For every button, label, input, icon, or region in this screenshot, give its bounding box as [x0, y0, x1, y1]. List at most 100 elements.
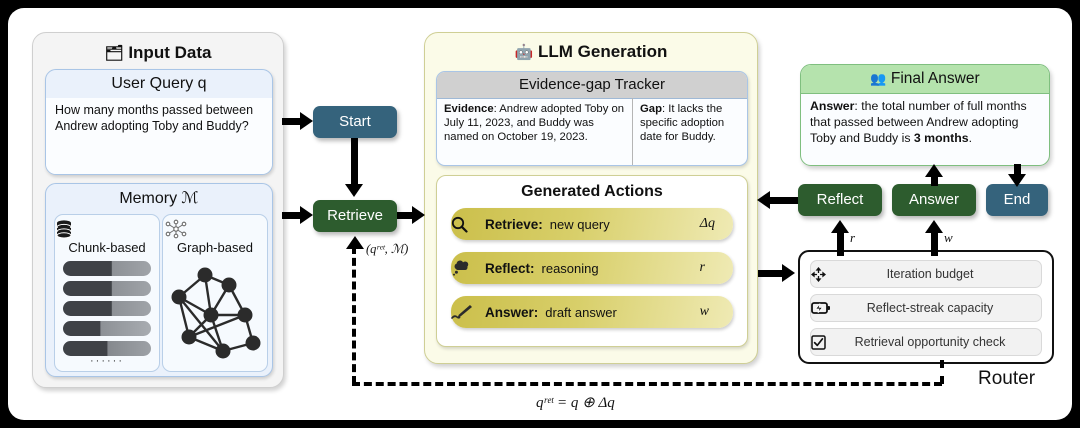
generated-actions-title: Generated Actions	[521, 183, 663, 200]
router-panel: Iteration budget Reflect-streak capacity…	[798, 250, 1054, 364]
arrow-answer-to-final	[931, 174, 938, 186]
arrow-final-to-end-head	[1008, 174, 1026, 187]
pen-icon	[451, 304, 485, 320]
diagram-canvas: 🗂 Input Data User Query q How many month…	[8, 8, 1072, 420]
arrow-retrieve-to-llm-head	[412, 206, 425, 224]
action-retrieve-symbol: Δq	[699, 216, 715, 231]
final-answer-header-text: Final Answer	[890, 70, 980, 87]
final-answer-tail: .	[968, 131, 972, 145]
feedback-equation: qʳᵉᵗ = q ⊕ Δq	[536, 395, 615, 411]
action-reflect-value: reasoning	[541, 260, 599, 276]
arrow-router-to-answer-head	[925, 220, 943, 233]
action-answer-symbol: w	[699, 304, 709, 319]
evidence-body: : Andrew adopted Toby on July 11, 2023, …	[444, 103, 625, 143]
arrow-router-to-reflect	[837, 230, 844, 256]
action-retrieve-value: new query	[549, 216, 610, 232]
arrow-reflect-to-llm	[770, 197, 798, 204]
router-label: Router	[978, 368, 1036, 389]
memory-column-graph-based: Graph-based	[162, 214, 268, 372]
gap-body: : It lacks the specific adoption date fo…	[640, 103, 725, 143]
people-question-icon: 👥	[870, 71, 887, 86]
edge-label-r: r	[850, 230, 856, 245]
router-row-reflect-streak[interactable]: Reflect-streak capacity	[810, 294, 1042, 322]
router-row-retrieval-check-label: Retrieval opportunity check	[854, 335, 1006, 349]
action-reflect-symbol: r	[699, 260, 705, 275]
memory-ellipsis: ······	[90, 355, 124, 367]
evidence-gap-tracker-card: Evidence-gap Tracker Evidence: Andrew ad…	[436, 71, 748, 166]
evidence-gap-tracker-header: Evidence-gap Tracker	[437, 72, 747, 99]
memory-bar	[63, 341, 151, 356]
final-answer-label: Answer	[810, 99, 855, 113]
folder-search-icon: 🗂	[104, 45, 124, 62]
memory-column-chunk-based: Chunk-based ······	[54, 214, 160, 372]
magnifier-icon	[451, 216, 485, 233]
memory-chunk-label: Chunk-based	[68, 240, 146, 255]
input-data-title: 🗂 Input Data	[33, 43, 283, 63]
arrow-retrieve-to-llm	[397, 212, 415, 219]
arrow-query-to-start-head	[300, 112, 313, 130]
arrow-memory-to-retrieve	[282, 212, 302, 219]
input-data-title-text: Input Data	[128, 43, 212, 62]
edge-label-w: w	[944, 230, 953, 245]
memory-card: Memory ℳ Chunk-based	[45, 183, 273, 377]
arrow-start-to-retrieve-head	[345, 184, 363, 197]
feedback-line-from-router	[940, 360, 944, 384]
arrow-answer-to-final-head	[925, 164, 943, 177]
memory-header: Memory ℳ	[119, 190, 199, 207]
node-reflect[interactable]: Reflect	[798, 184, 882, 216]
memory-bar	[63, 261, 151, 276]
graph-illustration	[167, 259, 263, 365]
arrow-llm-to-router	[758, 270, 784, 277]
arrow-router-to-answer	[931, 230, 938, 256]
router-row-reflect-streak-label: Reflect-streak capacity	[866, 301, 994, 315]
router-row-iteration-budget-label: Iteration budget	[886, 267, 974, 281]
user-query-header: User Query q	[46, 70, 272, 99]
final-answer-text: : the total number of full months that p…	[810, 99, 1027, 145]
action-reflect[interactable]: Reflect: reasoning r	[451, 252, 733, 284]
arrow-query-to-start	[282, 118, 302, 125]
arrow-start-to-retrieve	[351, 138, 358, 186]
router-row-retrieval-check[interactable]: Retrieval opportunity check	[810, 328, 1042, 356]
action-answer[interactable]: Answer: draft answer w	[451, 296, 733, 328]
arrow-final-to-end	[1014, 164, 1021, 176]
robot-icon: 🤖	[514, 44, 534, 61]
final-answer-body: Answer: the total number of full months …	[801, 93, 1049, 151]
feedback-arrow-head	[346, 236, 364, 249]
arrow-reflect-to-llm-head	[757, 191, 770, 209]
memory-bar	[63, 281, 151, 296]
action-reflect-name: Reflect:	[485, 260, 535, 276]
arrow-router-to-reflect-head	[831, 220, 849, 233]
node-retrieve[interactable]: Retrieve	[313, 200, 397, 232]
evidence-gap-tracker-body: Evidence: Andrew adopted Toby on July 11…	[437, 98, 747, 165]
generated-actions-card: Generated Actions Retrieve: new query Δq…	[436, 175, 748, 347]
node-end[interactable]: End	[986, 184, 1048, 216]
checkbox-checked-icon	[811, 334, 849, 350]
database-icon	[55, 219, 159, 241]
arrow-llm-to-router-head	[782, 264, 795, 282]
memory-graph-label: Graph-based	[177, 240, 253, 255]
router-row-iteration-budget[interactable]: Iteration budget	[810, 260, 1042, 288]
action-retrieve-name: Retrieve:	[485, 216, 543, 232]
final-answer-highlight: 3 months	[913, 131, 969, 145]
action-answer-value: draft answer	[545, 304, 617, 320]
gap-label: Gap	[640, 103, 662, 115]
graph-nodes-icon	[163, 219, 267, 241]
final-answer-header: 👥 Final Answer	[801, 65, 1049, 94]
evidence-text: Evidence: Andrew adopted Toby on July 11…	[437, 98, 633, 165]
arrow-memory-to-retrieve-head	[300, 206, 313, 224]
feedback-line-up	[352, 246, 356, 384]
node-start[interactable]: Start	[313, 106, 397, 138]
memory-bar	[63, 301, 151, 316]
llm-generation-panel: 🤖 LLM Generation Evidence-gap Tracker Ev…	[424, 32, 758, 364]
memory-bar	[63, 321, 151, 336]
user-query-text: How many months passed between Andrew ad…	[46, 98, 272, 174]
node-answer[interactable]: Answer	[892, 184, 976, 216]
final-answer-panel: 👥 Final Answer Answer: the total number …	[800, 64, 1050, 166]
edge-label-retrieve-input: (qʳᵉᵗ, ℳ)	[366, 242, 409, 256]
gap-text: Gap: It lacks the specific adoption date…	[633, 98, 747, 165]
action-retrieve[interactable]: Retrieve: new query Δq	[451, 208, 733, 240]
expand-arrows-icon	[811, 266, 849, 282]
input-data-panel: 🗂 Input Data User Query q How many month…	[32, 32, 284, 388]
llm-generation-title-text: LLM Generation	[538, 42, 668, 61]
action-answer-name: Answer:	[485, 304, 539, 320]
